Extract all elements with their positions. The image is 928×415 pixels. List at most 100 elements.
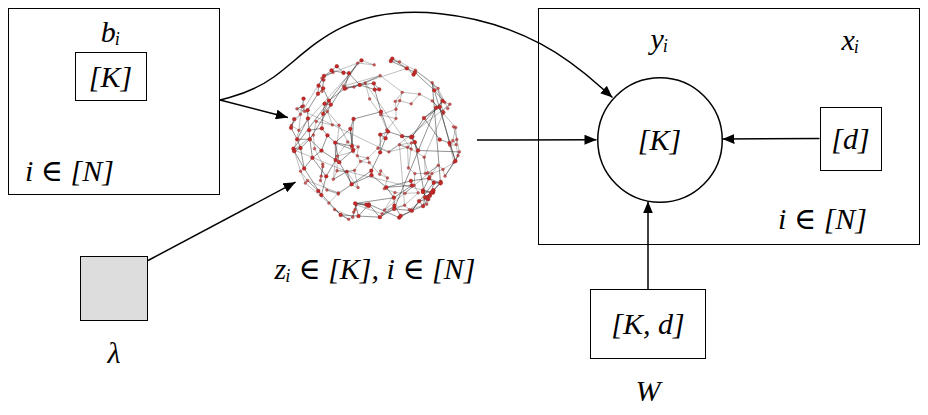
network-dot xyxy=(384,185,388,189)
network-dot xyxy=(346,170,349,173)
network-edge xyxy=(424,107,440,118)
network-dot xyxy=(322,74,326,78)
network-dot xyxy=(431,100,434,103)
variable-label: bᵢ xyxy=(101,15,121,50)
network-dot xyxy=(369,169,373,173)
network-dot xyxy=(338,124,341,127)
network-dot xyxy=(345,170,348,173)
network-edge xyxy=(456,145,458,156)
network-edge xyxy=(294,150,347,172)
network-dot xyxy=(319,193,323,197)
network-dot xyxy=(393,204,397,208)
network-edge xyxy=(338,185,351,193)
network-edge xyxy=(320,167,322,181)
network-dot xyxy=(379,110,383,114)
network-dot xyxy=(304,182,307,185)
network-edge xyxy=(432,101,455,128)
network-dot xyxy=(410,141,413,144)
network-dot xyxy=(321,90,324,93)
network-edge xyxy=(327,190,338,193)
network-dot xyxy=(413,172,416,175)
network-edge xyxy=(405,192,418,194)
network-dot xyxy=(438,138,442,142)
network-dot xyxy=(356,62,359,65)
network-edge xyxy=(339,150,353,162)
network-dot xyxy=(311,156,315,160)
variable-label: xᵢ xyxy=(841,23,859,58)
network-dot xyxy=(360,58,364,62)
connector-arrow xyxy=(148,182,296,260)
network-dot xyxy=(364,82,367,85)
variable-box: xᵢ[d] xyxy=(820,107,882,171)
network-edge xyxy=(347,172,358,188)
network-dot xyxy=(403,204,406,207)
network-dot xyxy=(321,86,325,90)
network-dot xyxy=(413,140,417,144)
network-edge xyxy=(321,135,327,150)
network-edge xyxy=(391,61,407,68)
network-dot xyxy=(395,117,398,120)
network-edge xyxy=(400,101,411,104)
network-dot xyxy=(442,168,445,171)
network-edge xyxy=(323,101,329,114)
network-dot xyxy=(317,84,321,88)
network-dot xyxy=(365,203,369,207)
network-dot xyxy=(437,164,440,167)
network-dot xyxy=(299,170,302,173)
network-edge xyxy=(419,94,432,101)
network-dot xyxy=(410,184,414,188)
network-dot xyxy=(306,179,309,182)
network-edge xyxy=(333,171,347,179)
network-dot xyxy=(368,98,371,101)
network-dot xyxy=(451,139,454,142)
network-edge xyxy=(412,183,434,211)
network-dot xyxy=(320,126,324,130)
network-edge xyxy=(399,145,404,206)
network-edge xyxy=(405,193,419,205)
network-edge xyxy=(359,216,380,217)
network-dot xyxy=(432,181,436,185)
network-edge xyxy=(443,162,454,169)
network-edge xyxy=(385,165,439,210)
network-dot xyxy=(353,202,357,206)
network-dot xyxy=(416,149,420,153)
network-dot xyxy=(426,197,430,201)
network-dot xyxy=(426,172,429,175)
connector-arrow xyxy=(220,100,288,118)
network-dot xyxy=(292,117,296,121)
network-edge xyxy=(291,114,300,125)
network-edge xyxy=(432,83,445,103)
network-edge xyxy=(356,205,382,214)
network-dot xyxy=(417,199,421,203)
network-dot xyxy=(395,108,398,111)
plate-label: i ∈ [N] xyxy=(778,202,867,237)
network-dot xyxy=(357,214,361,218)
network-edge xyxy=(321,151,335,160)
network-edge xyxy=(407,147,409,168)
network-dot xyxy=(331,124,334,127)
network-edge xyxy=(394,185,412,197)
network-edge xyxy=(378,130,387,148)
network-edge xyxy=(350,129,353,150)
network-edge xyxy=(353,205,356,217)
network-edge xyxy=(310,139,322,150)
observed-circle: yᵢ[K] xyxy=(597,77,723,203)
network-dot xyxy=(337,192,340,195)
network-dot xyxy=(326,110,329,113)
network-edge xyxy=(395,92,402,101)
network-dot xyxy=(299,146,303,150)
network-dot xyxy=(373,63,376,66)
network-dot xyxy=(405,66,409,70)
network-dot xyxy=(399,214,403,218)
network-dot xyxy=(427,176,431,180)
network-dot xyxy=(431,81,434,84)
network-dot xyxy=(347,218,350,221)
network-illustration xyxy=(289,57,461,221)
network-dot xyxy=(306,108,310,112)
network-dot xyxy=(421,190,425,194)
network-edge xyxy=(323,79,325,80)
network-illustration xyxy=(285,50,465,230)
connector-arrow xyxy=(477,139,597,141)
network-edge xyxy=(308,94,318,110)
domain-label: [d] xyxy=(831,121,869,156)
